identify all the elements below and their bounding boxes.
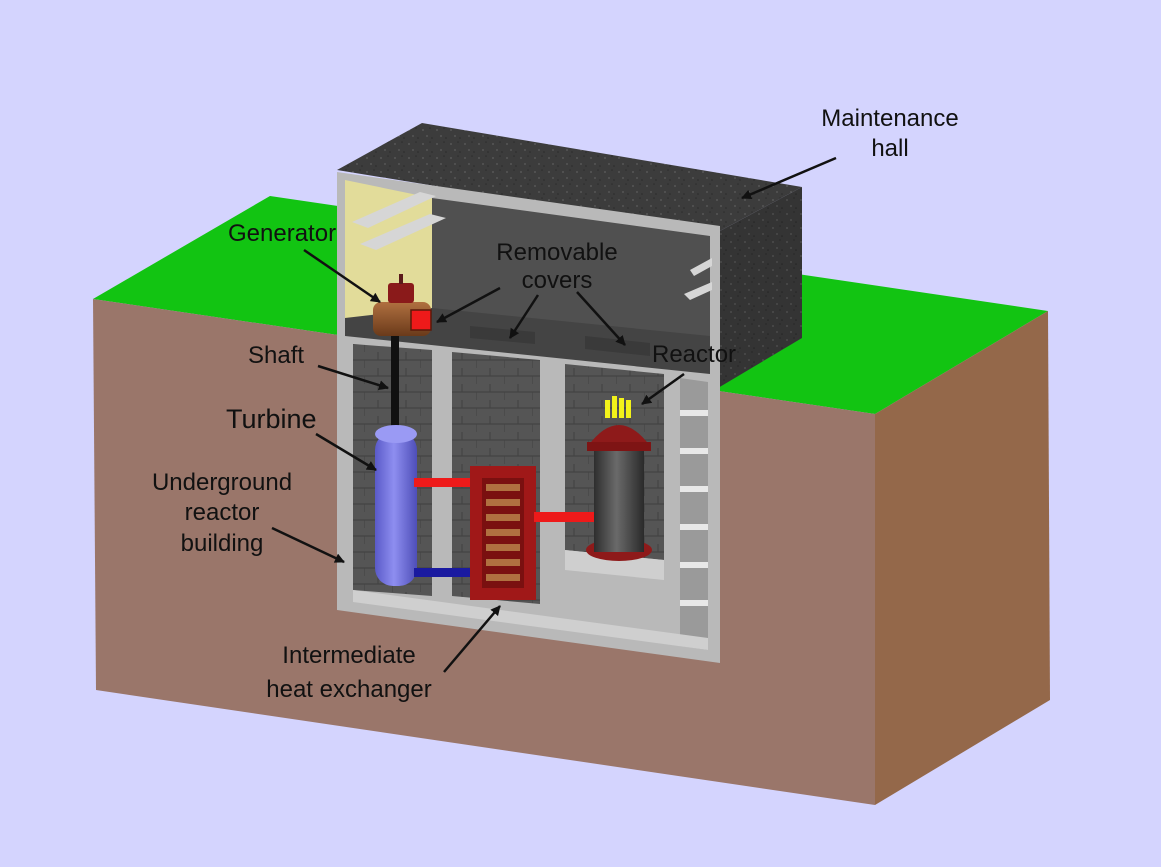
hall-roof — [337, 123, 802, 232]
labels: Maintenance hall Generator Removable cov… — [152, 105, 959, 703]
label-reactor: Reactor — [652, 341, 736, 368]
hot-pipe-reactor — [534, 512, 596, 522]
arrow-covers-mid — [508, 294, 540, 339]
label-heat-exchanger-line2: heat exchanger — [266, 676, 431, 703]
crane-rail-2 — [360, 214, 446, 250]
crane-rail-1 — [352, 192, 436, 228]
arrow-maintenance-hall — [741, 156, 837, 200]
crane-rail-4 — [684, 282, 712, 300]
stair-steps — [680, 410, 708, 606]
label-maintenance-hall-line1: Maintenance — [821, 105, 958, 132]
cold-pipe — [414, 568, 470, 577]
arrow-heat-exchanger — [443, 605, 501, 673]
hall-side-wall-shade — [718, 187, 802, 388]
label-removable-covers-line2: covers — [522, 267, 593, 294]
soil-side — [875, 311, 1050, 805]
label-removable-covers-line1: Removable — [496, 239, 617, 266]
label-underground-line2: reactor — [185, 499, 260, 526]
maintenance-hall — [337, 123, 802, 388]
label-underground-line3: building — [181, 530, 264, 557]
label-underground-line1: Underground — [152, 469, 292, 496]
equipment — [373, 274, 652, 600]
arrow-covers-left — [436, 286, 501, 324]
stair-bay — [680, 378, 708, 650]
turbine-unit — [375, 425, 417, 586]
cover-right — [585, 336, 650, 356]
heat-exchanger-unit — [470, 466, 536, 600]
label-maintenance-hall-line2: hall — [871, 135, 908, 162]
crane-rail-3 — [690, 258, 712, 276]
hot-pipe-turbine — [414, 478, 472, 487]
hall-side-wall — [718, 187, 802, 388]
arrow-turbine — [315, 432, 377, 472]
reactor-vessel — [586, 396, 652, 561]
label-generator: Generator — [228, 220, 336, 247]
arrow-generator — [303, 248, 381, 304]
hall-back-wall — [432, 198, 710, 350]
basement-floor — [353, 590, 708, 650]
label-heat-exchanger-line1: Intermediate — [282, 642, 415, 669]
arrow-covers-right — [576, 291, 626, 346]
arrow-reactor — [641, 372, 685, 406]
leader-arrows — [271, 156, 837, 673]
arrow-shaft — [317, 364, 389, 391]
shaft-rod — [391, 336, 399, 432]
generator-unit — [373, 274, 432, 336]
label-turbine: Turbine — [226, 404, 317, 434]
arrow-underground — [271, 526, 345, 564]
label-shaft: Shaft — [248, 342, 304, 369]
